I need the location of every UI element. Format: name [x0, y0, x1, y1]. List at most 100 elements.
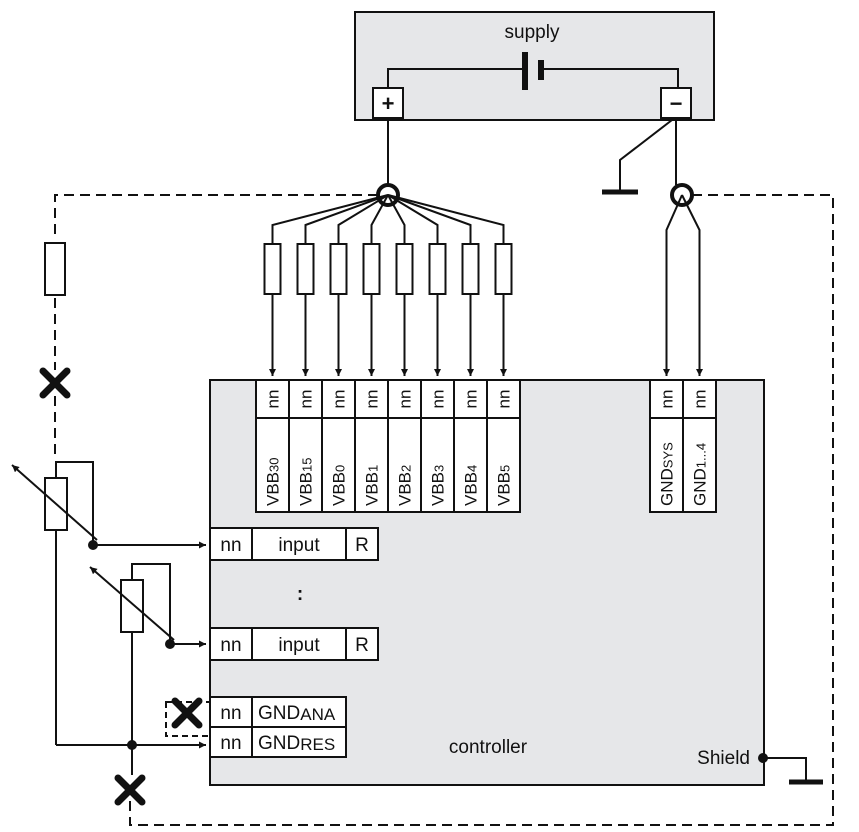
vbb-name-label: VBB2: [396, 465, 415, 506]
supply-label: supply: [505, 22, 560, 43]
gnd-res-terminal: nn GNDRES: [209, 726, 347, 758]
vbb-name-cell: [486, 417, 521, 513]
cross-icon: [171, 697, 203, 729]
battery-icon: [387, 52, 679, 90]
vbb-feed-wire: [337, 194, 389, 244]
vbb-code-cell: [321, 379, 356, 419]
vbb-code-cell: [354, 379, 389, 419]
gnd-name-label: GND1...4: [691, 443, 710, 506]
vbb-code-label: nn: [297, 390, 316, 409]
controller-label: controller: [449, 737, 528, 758]
gnd-res-label: GNDRES: [258, 733, 335, 754]
potentiometer-2: [89, 563, 206, 775]
gnd-ana-dashed-box: [165, 701, 211, 737]
vbb-name-label: VBB1: [363, 465, 382, 506]
gnd-res-junction: [127, 740, 137, 750]
vbb-terminal-group: nnVBB30nnVBB15nnVBB0nnVBB1nnVBB2nnVBB3nn…: [255, 194, 521, 513]
supply-box: [354, 11, 715, 121]
vbb-name-label: VBB0: [330, 465, 349, 506]
vbb-name-cell: [354, 417, 389, 513]
vbb-feed-wire: [387, 194, 406, 244]
plus-symbol: +: [382, 91, 395, 116]
vbb-code-label: nn: [495, 390, 514, 409]
input-1-suffix: R: [355, 535, 369, 556]
gnd-code-cell: [682, 379, 717, 419]
vbb-name-label: VBB4: [462, 465, 481, 506]
vbb-name-cell: [288, 417, 323, 513]
vbb-name-label: VBB3: [429, 465, 448, 506]
fuse-icon: [263, 243, 282, 295]
shield-fuse: [44, 242, 66, 296]
fuse-icon: [296, 243, 315, 295]
vbb-name-cell: [321, 417, 356, 513]
fuse-icon: [395, 243, 414, 295]
input-2-label: input: [278, 635, 320, 656]
shield-wire-loop: [129, 194, 834, 826]
cross-markers: [39, 367, 203, 806]
input-1-code: nn: [220, 535, 241, 556]
gnd-name-label: GNDSYS: [658, 442, 677, 506]
gnd-ana-label: GNDANA: [258, 703, 336, 724]
supply-unit: supply + −: [354, 11, 715, 121]
shield-wire-top-left: [54, 194, 378, 240]
vbb-feed-wire: [271, 194, 389, 244]
vbb-name-label: VBB30: [264, 458, 283, 507]
fuse-icon: [494, 243, 513, 295]
cross-icon: [114, 774, 146, 806]
input-1-label: input: [278, 535, 320, 556]
vbb-code-label: nn: [396, 390, 415, 409]
vbb-code-label: nn: [429, 390, 448, 409]
shield-label: Shield: [697, 748, 750, 769]
fuse-icon: [428, 243, 447, 295]
plus-terminal: +: [372, 87, 404, 119]
minus-terminal: −: [660, 87, 692, 119]
ellipsis-marker: :: [297, 584, 303, 605]
fuse-icon: [461, 243, 480, 295]
gnd-ana-terminal: nn GNDANA: [209, 696, 347, 728]
fuse-icon: [329, 243, 348, 295]
input-2-suffix: R: [355, 635, 369, 656]
gnd-name-cell: [682, 417, 717, 513]
input-2-code: nn: [220, 635, 241, 656]
input-row-2: nn input R: [209, 627, 379, 661]
minus-symbol: −: [670, 91, 683, 116]
vbb-code-label: nn: [264, 390, 283, 409]
fuse-icon: [362, 243, 381, 295]
gnd-feed-wire: [681, 194, 703, 376]
gnd-name-cell: [649, 417, 684, 513]
shield-ground-wire: [763, 757, 807, 780]
potentiometer-2-wiper-arrow: [89, 566, 175, 641]
gnd-res-code: nn: [220, 733, 241, 754]
vbb-code-cell: [420, 379, 455, 419]
supply-ground-wire: [619, 119, 673, 190]
potentiometer-1-wiper-arrow: [11, 464, 98, 541]
vbb-name-label: VBB15: [297, 458, 316, 507]
vbb-name-cell: [420, 417, 455, 513]
gnd-code-label: nn: [658, 390, 677, 409]
gnd-code-label: nn: [691, 390, 710, 409]
vbb-code-cell: [255, 379, 290, 419]
vbb-feed-wire: [387, 194, 472, 244]
gnd-ana-code: nn: [220, 703, 241, 724]
input-row-1: nn input R: [209, 527, 379, 561]
vbb-code-label: nn: [363, 390, 382, 409]
potentiometer-1: [11, 461, 206, 745]
cross-icon: [39, 367, 71, 399]
vbb-feed-wire: [387, 194, 439, 244]
gnd-feed-wire: [663, 194, 683, 376]
vbb-feed-wire: [304, 194, 389, 244]
vbb-code-label: nn: [330, 390, 349, 409]
vbb-feed-wire: [370, 194, 389, 244]
